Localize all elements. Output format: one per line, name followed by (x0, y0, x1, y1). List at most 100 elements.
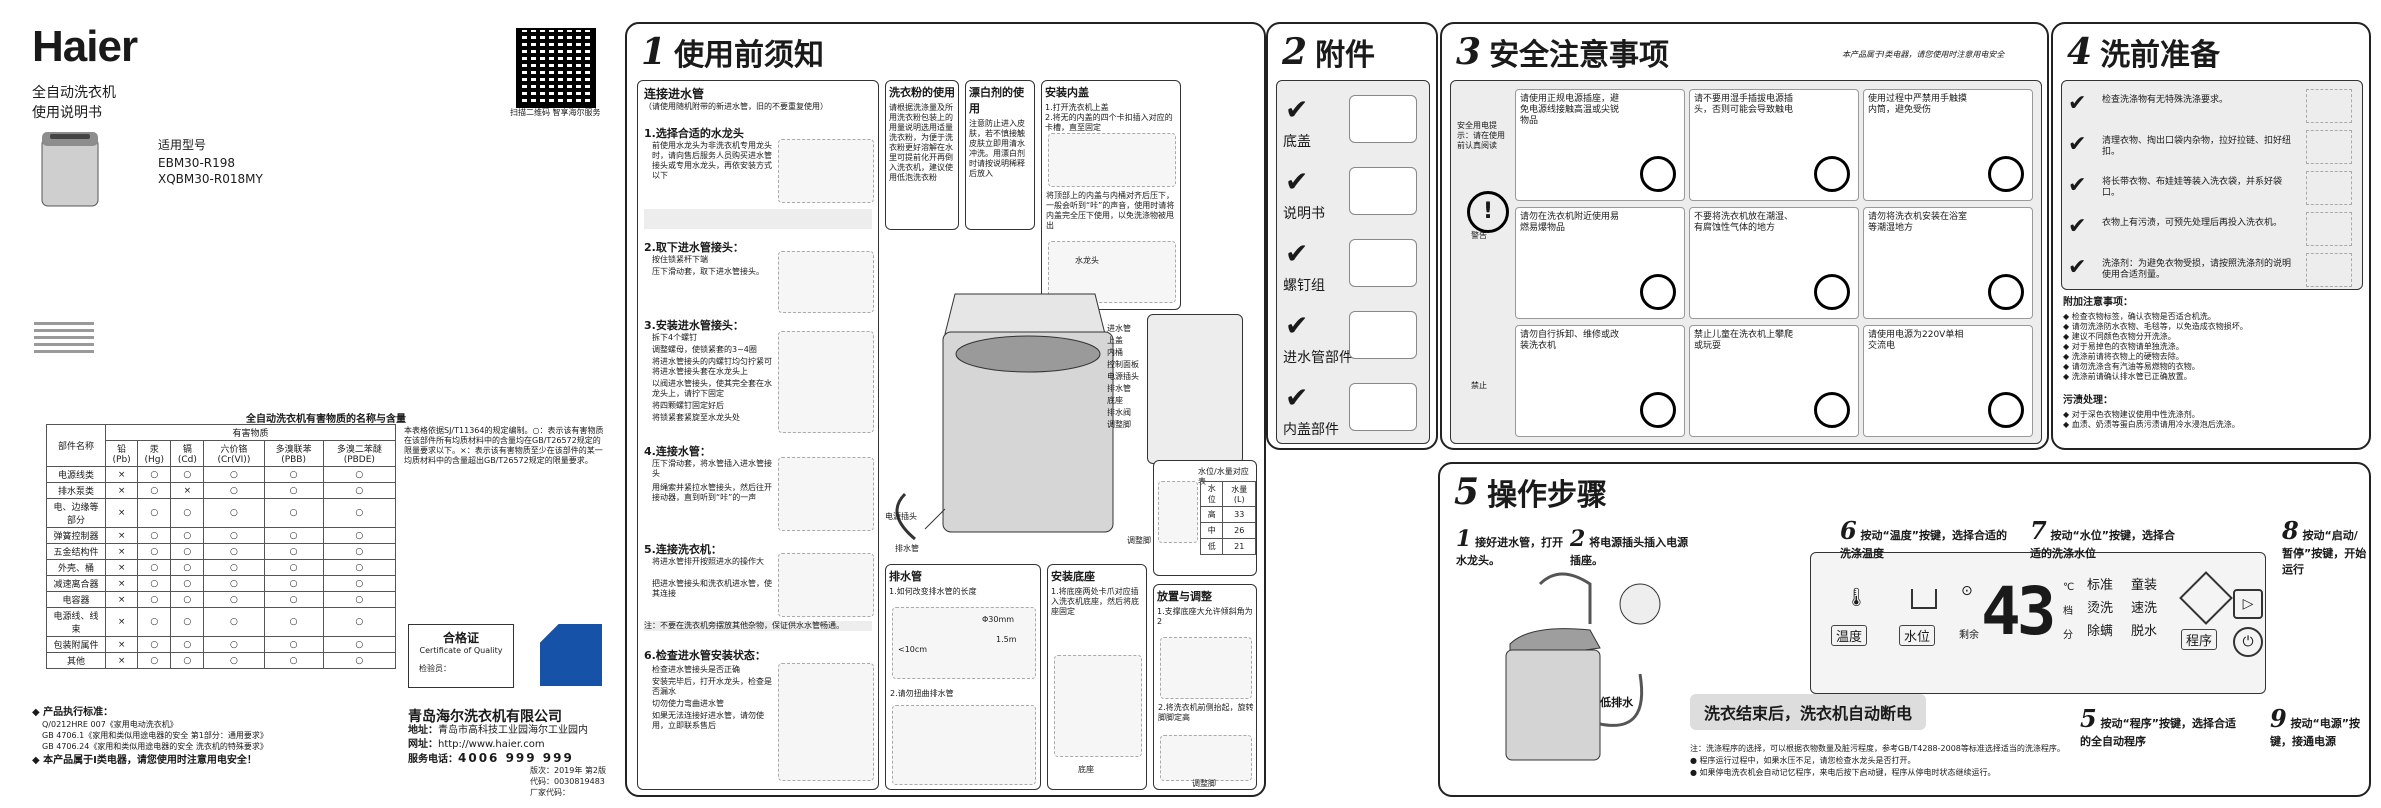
program-option[interactable]: 童装 (2131, 578, 2158, 593)
base-text: 1.将底座两处卡爪对应插入洗衣机底座，然后将底座固定 (1051, 587, 1139, 616)
hose-illustration (778, 457, 874, 531)
list-item: 以阀进水管接头，使其完全套在水龙头上，请拧下固定 (652, 379, 772, 398)
prohibit-icon (1988, 274, 2024, 310)
safety-text: 请勿将洗衣机安装在浴室等潮湿地方 (1868, 212, 1968, 233)
accessory-image (1349, 383, 1417, 431)
drain-length-2: Φ30mm (982, 615, 1015, 624)
prep-text: 洗涤剂：为避免衣物受损，请按照洗涤剂的说明使用合适剂量。 (2102, 259, 2292, 280)
connector-illustration (778, 251, 874, 313)
warn-top: 安全用电提示：请在使用前认真阅读 (1457, 121, 1505, 150)
section-4-title: 4 洗前准备 (2067, 30, 2220, 74)
base-box: 安装底座 1.将底座两处卡爪对应插入洗衣机底座，然后将底座固定 底座 (1047, 564, 1147, 790)
hazard-col-part: 部件名称 (45, 424, 107, 467)
connect-water-title: 连接进水管 (644, 87, 705, 101)
hazard-cell: ○ (322, 636, 397, 653)
hazard-cell: ○ (137, 652, 172, 669)
program-option[interactable]: 标准 (2087, 578, 2114, 593)
hazard-cell: ○ (203, 559, 265, 576)
bleach-title: 漂白剂的使用 (969, 86, 1024, 115)
section-4-number: 4 (2067, 31, 2093, 73)
manual-title: 使用说明书 (32, 105, 102, 121)
list-item: 内桶 (1107, 348, 1123, 357)
list-item: 将四颗螺钉固定好后 (652, 401, 724, 410)
hazard-cell: 外壳、桶 (45, 559, 107, 576)
program-option[interactable]: 烫洗 (2087, 601, 2114, 616)
product-name: 全自动洗衣机 (32, 85, 116, 101)
detergent-title: 洗衣粉的使用 (889, 86, 955, 99)
hazard-cell: ○ (137, 498, 172, 528)
op-step-2-num: 2 (1570, 526, 1586, 552)
model-2: XQBM30-R018MY (158, 172, 263, 186)
safety-text: 禁止儿童在洗衣机上攀爬或玩耍 (1694, 330, 1794, 351)
standard-1: Q/0212HRE 007《家用电动洗衣机》 (42, 720, 178, 729)
drain-length-3: 1.5m (996, 635, 1017, 644)
op-note-3: ● 如果停电洗衣机会自动记忆程序，来电后按下启动键，程序从停电时状态继续运行。 (1690, 768, 1996, 777)
section-5-heading: 操作步骤 (1487, 478, 1608, 513)
address-value: 青岛市高科技工业园海尔工业园内 (438, 725, 588, 736)
program-option[interactable]: 除螨 (2087, 624, 2114, 639)
section-prep: 4 洗前准备 ✔检查洗涤物有无特殊洗涤要求。✔清理衣物、掏出口袋内杂物，拉好拉链… (2051, 22, 2371, 450)
step-4-item-2: 用绳索并紧拉水管接头，然后往开接动器，直到听到“咔”的一声 (652, 483, 772, 502)
model-label: 适用型号 (158, 138, 207, 152)
hazard-cell: × (105, 527, 139, 544)
connect-water-sub: （请使用随机附带的新进水管，旧的不要重复使用） (644, 102, 828, 111)
inner-lid-title: 安装内盖 (1045, 86, 1089, 99)
unit-celsius: ℃ (2063, 582, 2075, 593)
hazard-note: 本表格依据SJ/T11364的规定编制。○：表示该有害物质在该部件所有均质材料中… (404, 426, 604, 465)
note-item: ◆ 请勿洗涤含有汽油等易燃物的衣物。 (2063, 362, 2200, 371)
list-item: 检查进水管接头是否正确 (652, 665, 740, 674)
drain-sub: 1.如何改变排水管的长度 (889, 587, 977, 596)
washer-diagram (895, 293, 1114, 541)
step-4-title: 4.连接水管： (644, 445, 711, 458)
prep-item: ✔洗涤剂：为避免衣物受损，请按照洗涤剂的说明使用合适剂量。 (2068, 251, 2356, 287)
accessory-label: 底盖 (1283, 134, 1311, 150)
prohibit-icon (1814, 392, 1850, 428)
check-icon: ✔ (1285, 93, 1309, 126)
hazard-cell: ○ (203, 607, 265, 637)
water-button[interactable]: 水位 (1899, 625, 1936, 646)
unit-level: 档 (2063, 606, 2073, 617)
hazard-cell: × (105, 543, 139, 560)
section-before-use: 1 使用前须知 连接进水管 （请使用随机附带的新进水管，旧的不要重复使用） 1.… (625, 22, 1266, 797)
accessory-item: ✔ 底盖 (1283, 89, 1425, 153)
op-step-5-num: 5 (2080, 704, 2097, 733)
safety-text: 使用过程中严禁用手触摸内筒，避免受伤 (1868, 94, 1968, 115)
hazard-cell: ○ (137, 466, 172, 483)
power-button[interactable]: ⏻ (2233, 627, 2263, 657)
web-value[interactable]: http://www.haier.com (438, 739, 545, 750)
program-option[interactable]: 脱水 (2131, 624, 2158, 639)
hazard-col: 铅(Pb) (105, 440, 139, 467)
step-1-note (644, 209, 872, 229)
step-5-item-1: 将进水管排开按照进水的操作大 (652, 557, 764, 566)
inner-lid-item-2: 2.将无的内盖的四个卡扣插入对应的卡槽，直至固定 (1045, 113, 1173, 132)
hazard-cell: ○ (203, 527, 265, 544)
hazard-cell: ○ (203, 652, 265, 669)
water-cell: 低 (1199, 538, 1224, 555)
start-pause-button[interactable]: ▷ (2233, 589, 2263, 619)
time-display: 43 (1981, 573, 2057, 650)
tap-illustration (778, 139, 874, 203)
hazard-row: 弹簧控制器×○○○○○ (45, 527, 397, 544)
op-step-9-num: 9 (2270, 704, 2287, 733)
water-level-icon (1911, 589, 1937, 609)
program-option[interactable]: 速洗 (2131, 601, 2158, 616)
prep-image (2306, 212, 2352, 246)
step-6-title: 6.检查进水管安装状态： (644, 649, 766, 662)
program-button[interactable]: 程序 (2181, 629, 2218, 650)
version-label: 版次： (530, 766, 554, 775)
accessory-image (1349, 167, 1417, 215)
adjust-illustration (1160, 735, 1252, 781)
accessory-label: 进水管部件 (1283, 350, 1353, 366)
hazard-cell: 电源线、线束 (45, 607, 107, 637)
hazard-cell: ○ (137, 527, 172, 544)
prep-image (2306, 89, 2352, 123)
accessory-item: ✔内盖部件 (1283, 377, 1425, 441)
dpad-icon[interactable] (2179, 571, 2233, 625)
certificate-subtitle: Certificate of Quality (419, 646, 503, 655)
hotline-label: 服务电话： (408, 754, 458, 765)
prohibit-icon (1988, 392, 2024, 428)
temp-button[interactable]: 温度 (1831, 625, 1868, 646)
prep-image (2306, 130, 2352, 164)
step-4-item-1: 压下滑动套，将水管插入进水管接头 (652, 459, 772, 478)
